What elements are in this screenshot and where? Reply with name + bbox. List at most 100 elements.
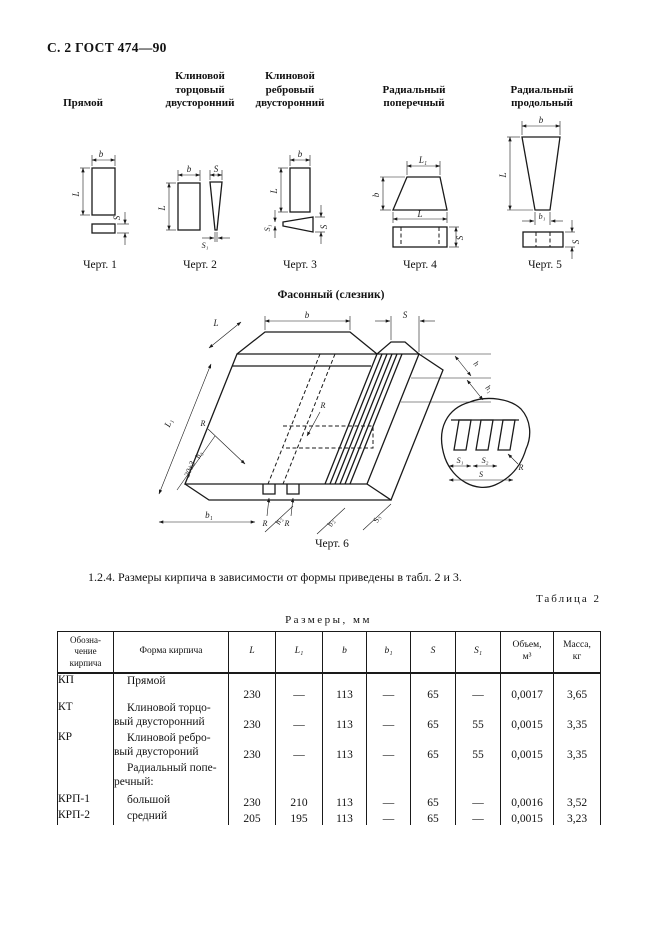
fig5-dim-L: L [498, 172, 508, 178]
cell-L: 230 [228, 673, 276, 701]
cell-S: 65 [410, 701, 456, 731]
fig2-drawing: b S L S₁ [157, 164, 230, 250]
cell-L: 205 [228, 809, 276, 825]
fig5-dimensions: b L b₁ S [498, 115, 581, 259]
fig1-caption: Черт. 1 [83, 259, 117, 271]
cell-volume: 0,0015 [500, 809, 554, 825]
cell-S: 65 [410, 673, 456, 701]
col-header-form: Форма кирпича [113, 631, 229, 674]
col-header-L: L [228, 631, 276, 674]
fig5-shapes [521, 136, 564, 248]
fig2-dim-S1: S₁ [202, 241, 209, 250]
cell-form: Клиновой ребро- вый двустороний [113, 731, 229, 761]
fig6-dim-R-c: R [262, 519, 268, 528]
fig6-dim-h1: h₁ [484, 383, 495, 394]
fig6-dim-h2: h₂ [273, 516, 284, 526]
cell-b1: — [366, 673, 411, 701]
paragraph-1-2-4: 1.2.4. Размеры кирпича в зависимости от … [88, 570, 462, 584]
cell-b1: — [366, 793, 411, 809]
table-row: КР Клиновой ребро- вый двустороний 230 —… [57, 731, 601, 761]
fig1-drawing: b L S [71, 149, 129, 245]
fig6-title: Фасонный (слезник) [277, 289, 385, 301]
fig-title-klin-tortsovyy: Клиновой торцовый двусторонний [165, 70, 235, 109]
fig-title-rad-prodolnyy: Радиальный продольный [510, 83, 574, 109]
fig-title-pryamoy: Прямой [63, 96, 103, 109]
fig6-drawing: b S L h h₁ L₁ h₃ 20±3 R R R R b₁ [158, 310, 531, 535]
fig5-dim-b1: b₁ [539, 212, 546, 221]
cell-L: 230 [228, 793, 276, 809]
cell-volume: 0,0015 [500, 731, 554, 761]
cell-mass: 3,35 [553, 731, 601, 761]
fig6-dim-h: h [472, 359, 481, 368]
fig6-dim-R-d: R [284, 519, 290, 528]
fig-title-klin-rebrovyy: Клиновой ребровый двусторонний [255, 70, 325, 109]
fig6-detail-dim-S: S [479, 470, 483, 479]
cell-form: Клиновой торцо- вый двусторонний [113, 701, 229, 731]
table-label: Таблица 2 [535, 593, 601, 605]
fig4-dim-L: L [416, 209, 422, 219]
fig6-dim-R-b: R [320, 401, 326, 410]
cell-mass [553, 761, 601, 793]
cell-S1 [455, 761, 501, 793]
col-header-b: b [322, 631, 367, 674]
fig5-caption: Черт. 5 [528, 259, 562, 271]
cell-S: 65 [410, 731, 456, 761]
cell-b [322, 761, 367, 793]
cell-S1: 55 [455, 731, 501, 761]
fig3-drawing: b L S₁ S [263, 149, 329, 244]
col-header-L1: L₁ [275, 631, 323, 674]
cell-code: КРП-1 [57, 793, 114, 809]
cell-L: 230 [228, 731, 276, 761]
cell-mass: 3,23 [553, 809, 601, 825]
cell-form: средний [113, 809, 229, 825]
cell-L1: — [275, 673, 323, 701]
fig5-dim-S: S [571, 239, 581, 244]
fig5-dim-b: b [539, 115, 544, 125]
cell-b: 113 [322, 809, 367, 825]
cell-code [57, 761, 114, 793]
page-header: С. 2 ГОСТ 474—90 [47, 40, 167, 55]
cell-volume: 0,0016 [500, 793, 554, 809]
fig4-dim-S: S [455, 235, 465, 240]
fig3-dim-b: b [298, 149, 303, 159]
cell-volume: 0,0017 [500, 673, 554, 701]
fig6-caption: Черт. 6 [315, 538, 349, 550]
fig6-dim-b2: b₂ [325, 518, 336, 528]
fig1-dim-b: b [99, 149, 104, 159]
fig6-dim-L: L [212, 318, 218, 328]
fig2-dim-S: S [214, 164, 219, 174]
col-header-designation: Обозна- чение кирпича [57, 631, 114, 674]
col-header-S1: S₁ [455, 631, 501, 674]
cell-L1 [275, 761, 323, 793]
cell-L1: — [275, 731, 323, 761]
fig3-dim-S: S [319, 224, 329, 229]
fig6-dim-R-a: R [200, 419, 206, 428]
cell-S1: 55 [455, 701, 501, 731]
fig-title-rad-poperechnyy: Радиальный поперечный [382, 83, 446, 109]
table-header-row: Обозна- чение кирпича Форма кирпича L L₁… [57, 631, 601, 674]
cell-mass: 3,52 [553, 793, 601, 809]
fig6-dim-h3: h₃ [193, 450, 204, 460]
fig6-detail-dim-S1: S₁ [457, 456, 464, 465]
fig4-dim-L1: L₁ [418, 155, 427, 165]
fig6-body [184, 331, 444, 501]
fig1-shapes [91, 167, 116, 234]
fig3-dim-S1: S₁ [263, 224, 272, 231]
cell-S: 65 [410, 809, 456, 825]
cell-code: КТ [57, 701, 114, 731]
cell-code: КР [57, 731, 114, 761]
fig4-drawing: L₁ b L S [371, 155, 465, 248]
cell-b: 113 [322, 701, 367, 731]
fig5-drawing: b L b₁ S [498, 115, 581, 259]
fig2-shapes [177, 181, 223, 231]
fig6-detail-dim-R: R [518, 463, 524, 472]
fig3-shapes [282, 167, 314, 233]
fig6-dim-tol: 20±3 [182, 460, 196, 479]
cell-code: КП [57, 673, 114, 701]
fig6-detail-view: S₁ S₂ S R [440, 397, 531, 489]
fig1-dim-S: S [112, 215, 122, 220]
fig6-dim-b: b [305, 310, 310, 320]
cell-S [410, 761, 456, 793]
fig6-dim-b1: b₁ [205, 510, 213, 520]
col-header-S: S [410, 631, 456, 674]
